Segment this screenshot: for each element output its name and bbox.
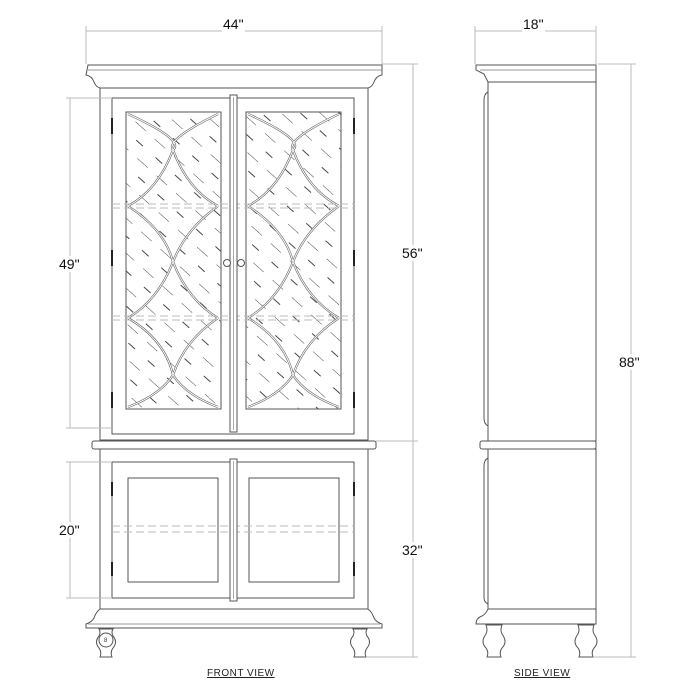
- front-view-label: FRONT VIEW: [207, 668, 275, 679]
- side-upper-door-edge: [483, 91, 489, 427]
- left-glass-door: [125, 111, 222, 410]
- lower-hinges: [111, 482, 355, 576]
- side-lower-door-edge: [483, 457, 489, 605]
- side-crown-molding: [475, 64, 597, 83]
- foot-detail-callout: 8: [98, 632, 114, 648]
- side-back-foot: [574, 624, 598, 658]
- left-door-knob: [223, 259, 231, 267]
- lower-door-height-label: 20": [58, 522, 81, 538]
- overall-width-label: 44": [222, 16, 245, 32]
- side-waist-molding: [479, 440, 597, 450]
- crown-molding: [85, 64, 383, 89]
- left-lower-door-panel: [127, 477, 219, 583]
- side-view: [474, 26, 636, 658]
- base-molding: [85, 608, 383, 629]
- upper-cabinet-height-label: 56": [401, 245, 424, 261]
- svg-text:8: 8: [104, 638, 108, 644]
- lower-cabinet-height-label: 32": [401, 542, 424, 558]
- waist-molding: [91, 440, 377, 450]
- right-door-knob: [237, 259, 245, 267]
- side-front-foot: [482, 624, 506, 658]
- right-lower-door-panel: [248, 477, 340, 583]
- overall-height-label: 88": [618, 354, 641, 370]
- side-base-molding: [475, 608, 597, 625]
- front-right-foot: [350, 628, 370, 658]
- right-glass-door: [245, 111, 342, 410]
- glass-door-height-label: 49": [58, 256, 81, 272]
- front-view: 8: [66, 26, 418, 658]
- overall-depth-label: 18": [522, 16, 545, 32]
- side-lower-carcass: [487, 448, 597, 610]
- side-upper-carcass: [487, 81, 597, 442]
- side-view-label: SIDE VIEW: [514, 668, 571, 679]
- upper-hinges: [111, 118, 355, 408]
